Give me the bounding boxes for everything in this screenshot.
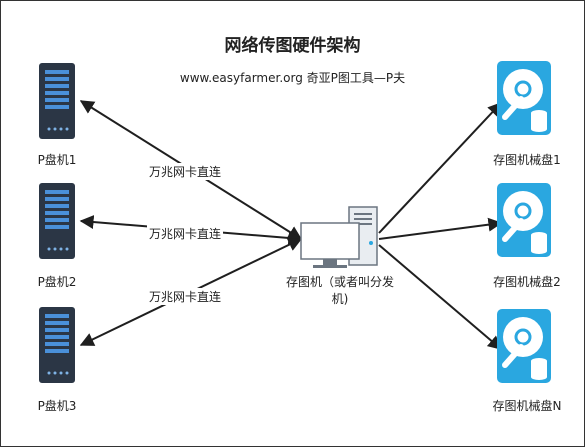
disk-1-label: 存图机械盘1 [493,153,561,167]
server-1-icon [39,63,75,139]
disk-n-label: 存图机械盘N [492,399,562,413]
hard-disk-1-icon [497,61,551,135]
diagram-title: 网络传图硬件架构 [224,36,361,56]
center-label-line1: 存图机（或者叫分发 [285,275,394,289]
center-label-line2: 机) [331,292,349,306]
link-label-1: 万兆网卡直连 [147,163,224,180]
diagram-subtitle: www.easyfarmer.org 奇亚P图工具—P夫 [179,71,406,85]
link-center-diskN [378,244,503,350]
server-2-label: P盘机2 [37,275,77,289]
hard-disk-2-icon [497,183,551,257]
disk-2-label: 存图机械盘2 [493,275,561,289]
link-center-disk1 [378,101,502,234]
server-3-label: P盘机3 [37,399,77,413]
hard-disk-n-icon [497,309,551,383]
server-3-icon [39,307,75,383]
server-1-label: P盘机1 [37,153,77,167]
link-label-2: 万兆网卡直连 [147,225,224,242]
computer-icon [300,206,378,268]
link-center-disk2 [378,217,503,240]
server-2-icon [39,183,75,259]
link-label-3: 万兆网卡直连 [147,288,224,305]
